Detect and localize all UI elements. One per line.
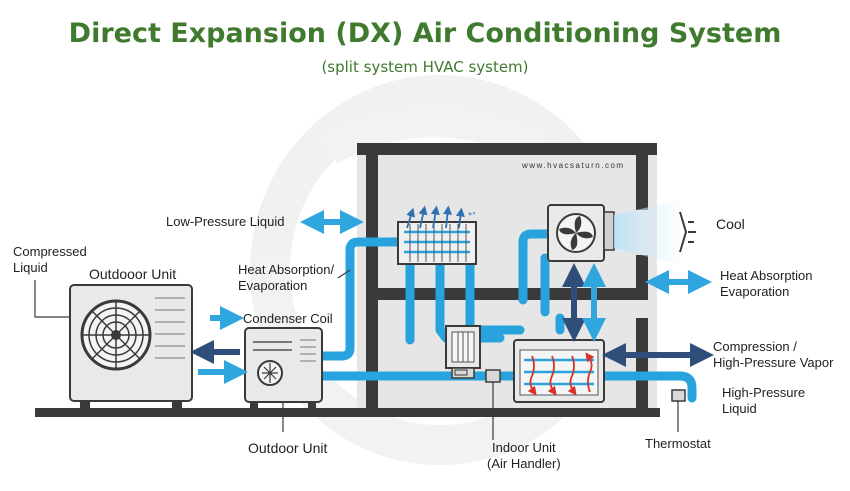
label-cool: Cool: [716, 216, 745, 232]
label-heat-absorption-right-line1: Heat Absorption: [720, 268, 813, 283]
label-high-pressure-liquid-line1: High-Pressure: [722, 385, 806, 400]
flow-arrows: [190, 210, 714, 384]
label-high-pressure-liquid-line2: Liquid: [722, 401, 757, 416]
label-indoor-unit-line1: Indoor Unit: [492, 440, 556, 455]
label-outdoor-unit-top: Outdooor Unit: [89, 266, 177, 282]
air-handler-coil: [513, 339, 605, 403]
label-compressed-liquid: Compressed Liquid: [13, 244, 87, 276]
label-compressed-liquid-line2: Liquid: [13, 260, 48, 275]
compressed-liquid-pointer: [34, 280, 70, 318]
evaporation-arrows: *°: [406, 205, 476, 229]
diagram-subtitle: (split system HVAC system): [321, 58, 529, 76]
label-condenser-coil: Condenser Coil: [243, 311, 333, 326]
label-high-pressure-liquid: High-Pressure Liquid: [722, 385, 805, 417]
label-compressed-liquid-line1: Compressed: [13, 244, 87, 259]
label-heat-absorption-right: Heat Absorption Evaporation: [720, 268, 813, 300]
evaporator-coil: [397, 221, 477, 265]
heat-absorption-pointer: [337, 269, 351, 279]
label-indoor-unit-line2: (Air Handler): [487, 456, 561, 471]
website-watermark: www.hvacsaturn.com: [522, 161, 625, 170]
label-indoor-unit: Indoor Unit (Air Handler): [487, 440, 561, 472]
label-heat-absorption-line1: Heat Absorption/: [238, 262, 335, 277]
indoor-fan-unit: [547, 204, 615, 262]
label-heat-absorption-evaporation: Heat Absorption/ Evaporation: [238, 262, 334, 294]
outdoor-condensing-unit: [69, 284, 193, 408]
label-compression: Compression / High-Pressure Vapor: [713, 339, 833, 371]
label-compression-line1: Compression /: [713, 339, 797, 354]
condenser-coil-unit: [244, 327, 323, 408]
refrigerant-pipes: [315, 229, 697, 403]
label-outdoor-unit-bottom: Outdoor Unit: [248, 440, 328, 456]
cool-air-beam: [614, 200, 680, 265]
label-thermostat: Thermostat: [645, 436, 711, 451]
thermostat-icon: [671, 389, 686, 432]
expansion-valve-icon: [485, 369, 501, 440]
ground: [35, 408, 660, 417]
label-compression-line2: High-Pressure Vapor: [713, 355, 834, 370]
svg-text:*°: *°: [468, 211, 476, 220]
diagram-title: Direct Expansion (DX) Air Conditioning S…: [68, 18, 782, 49]
label-heat-absorption-right-line2: Evaporation: [720, 284, 790, 299]
fan-icon: [80, 299, 152, 371]
compressor-cylinder: [445, 325, 481, 379]
label-low-pressure-liquid: Low-Pressure Liquid: [166, 214, 285, 229]
label-heat-absorption-line2: Evaporation: [238, 278, 308, 293]
building: [357, 143, 657, 408]
vent-icon: [679, 211, 696, 253]
